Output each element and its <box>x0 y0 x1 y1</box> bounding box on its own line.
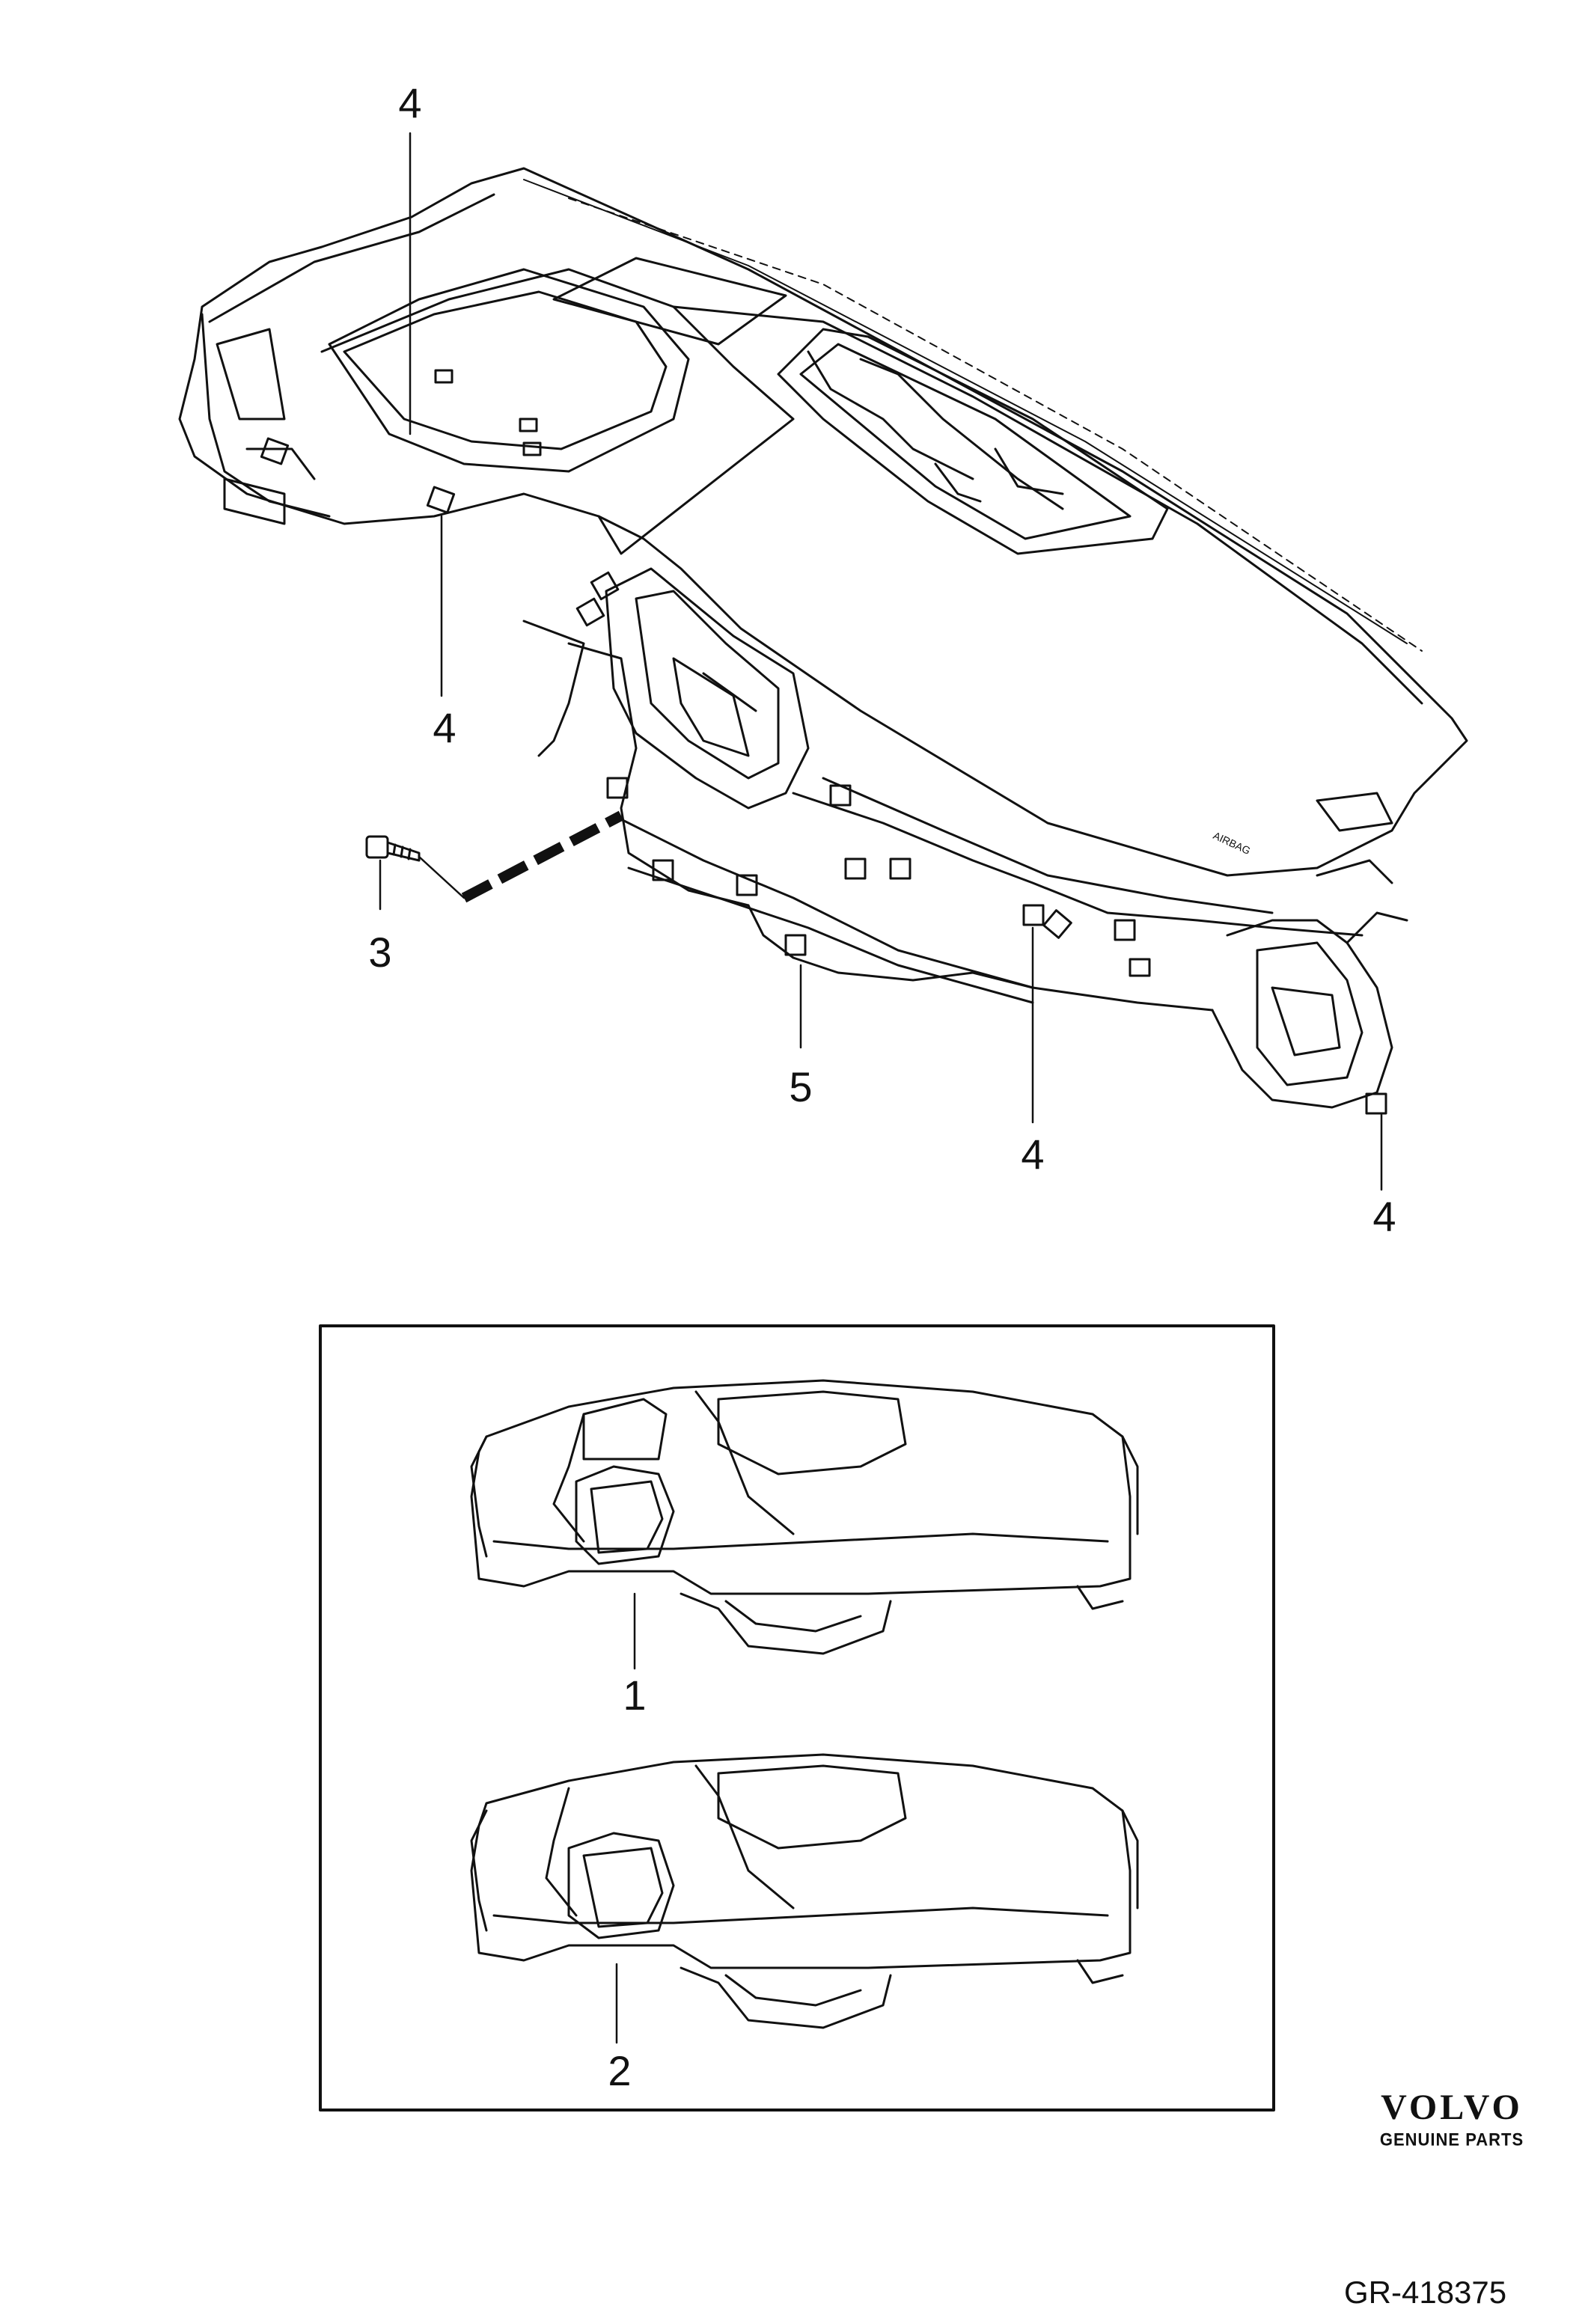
clip-icon <box>652 859 674 881</box>
dashboard-variant-1 <box>470 1379 1139 1655</box>
callout-3: 3 <box>368 929 392 976</box>
callout-5: 5 <box>789 1063 813 1110</box>
clip-set <box>260 369 1387 1115</box>
clip-icon <box>575 597 605 627</box>
clip-icon <box>1365 1092 1387 1115</box>
clip-icon <box>1042 909 1072 939</box>
callout-4-right: 4 <box>1372 1193 1396 1240</box>
callout-4-mid: 4 <box>1021 1131 1045 1178</box>
callout-2: 2 <box>608 2047 632 2094</box>
clip-icon <box>519 418 538 432</box>
callout-1: 1 <box>623 1672 647 1719</box>
clip-icon <box>434 369 454 384</box>
brand-tagline: GENUINE PARTS <box>1379 2129 1524 2150</box>
clip-icon <box>736 874 758 896</box>
leader-lines <box>379 132 1383 1191</box>
clip-icon <box>426 486 456 514</box>
clip-icon <box>1129 958 1151 977</box>
airbag-label: AIRBAG <box>1212 829 1253 857</box>
brand-logo: VOLVO GENUINE PARTS <box>1340 2090 1564 2150</box>
callout-4-top: 4 <box>398 79 422 126</box>
clip-icon <box>844 857 867 880</box>
variant-inset-box <box>319 1324 1275 2112</box>
clip-icon <box>590 571 620 601</box>
install-path-line <box>461 810 624 903</box>
clip-icon <box>1022 904 1045 926</box>
brand-name: VOLVO <box>1381 2088 1523 2127</box>
diagram-reference: GR-418375 <box>1344 2275 1507 2310</box>
clip-icon <box>889 857 911 880</box>
dashboard-variant-2 <box>470 1753 1139 2029</box>
clip-icon <box>522 441 542 456</box>
clip-icon <box>784 934 807 956</box>
clip-icon <box>606 777 629 799</box>
clip-icon <box>1114 919 1136 941</box>
callout-4-left: 4 <box>433 704 456 751</box>
dashboard-assembly: AIRBAG <box>178 167 1468 1109</box>
screw-icon <box>365 835 421 862</box>
clip-icon <box>260 437 290 465</box>
clip-icon <box>829 784 852 807</box>
